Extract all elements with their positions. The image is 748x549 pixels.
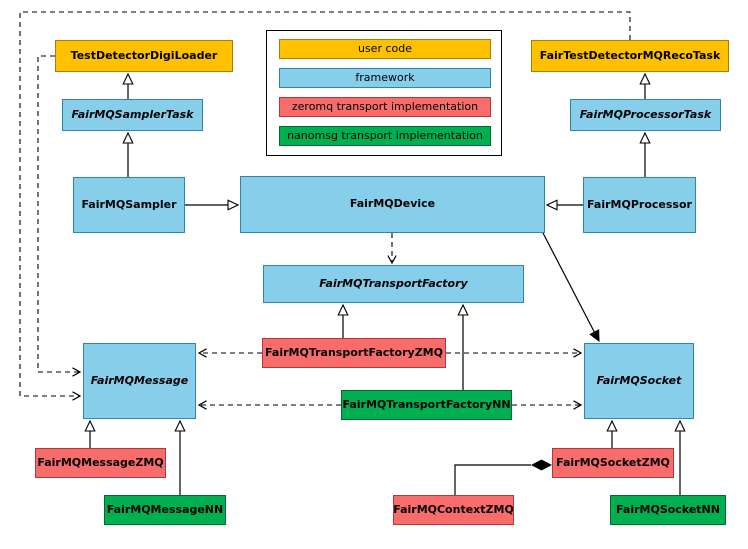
legend-item-user-code: user code xyxy=(279,39,491,59)
node-fairmqsamplertask: FairMQSamplerTask xyxy=(62,99,203,131)
node-fairmqcontextzmq: FairMQContextZMQ xyxy=(393,495,514,525)
legend-item-zeromq: zeromq transport implementation xyxy=(279,97,491,117)
edge-contextzmq-socketzmq xyxy=(454,464,531,495)
node-testdetectordigiloader: TestDetectorDigiLoader xyxy=(55,40,233,72)
composition-diamond xyxy=(531,459,552,471)
node-fairmqdevice: FairMQDevice xyxy=(240,176,545,233)
node-fairmqmessage: FairMQMessage xyxy=(83,343,196,419)
node-fairmqmessagenn: FairMQMessageNN xyxy=(104,495,226,525)
node-fairtestdetectormqrecotask: FairTestDetectorMQRecoTask xyxy=(531,40,729,72)
node-fairmqsocket: FairMQSocket xyxy=(584,343,694,419)
edge-recotask-message xyxy=(19,11,631,401)
node-fairmqtransportfactory: FairMQTransportFactory xyxy=(263,265,524,303)
node-fairmqprocessortask: FairMQProcessorTask xyxy=(570,99,721,131)
node-fairmqtransportfactoryzmq: FairMQTransportFactoryZMQ xyxy=(262,338,446,368)
edge-device-socket xyxy=(542,232,600,341)
node-fairmqmessagezmq: FairMQMessageZMQ xyxy=(35,448,166,478)
node-fairmqprocessor: FairMQProcessor xyxy=(583,177,696,233)
node-fairmqsampler: FairMQSampler xyxy=(73,177,185,233)
node-fairmqtransportfactorynn: FairMQTransportFactoryNN xyxy=(341,390,512,420)
node-fairmqsocketzmq: FairMQSocketZMQ xyxy=(552,448,674,478)
node-fairmqsocketnn: FairMQSocketNN xyxy=(610,495,726,525)
edge-loader-message xyxy=(37,55,82,377)
legend: user code framework zeromq transport imp… xyxy=(266,30,502,156)
legend-item-nanomsg: nanomsg transport implementation xyxy=(279,126,491,146)
legend-item-framework: framework xyxy=(279,68,491,88)
